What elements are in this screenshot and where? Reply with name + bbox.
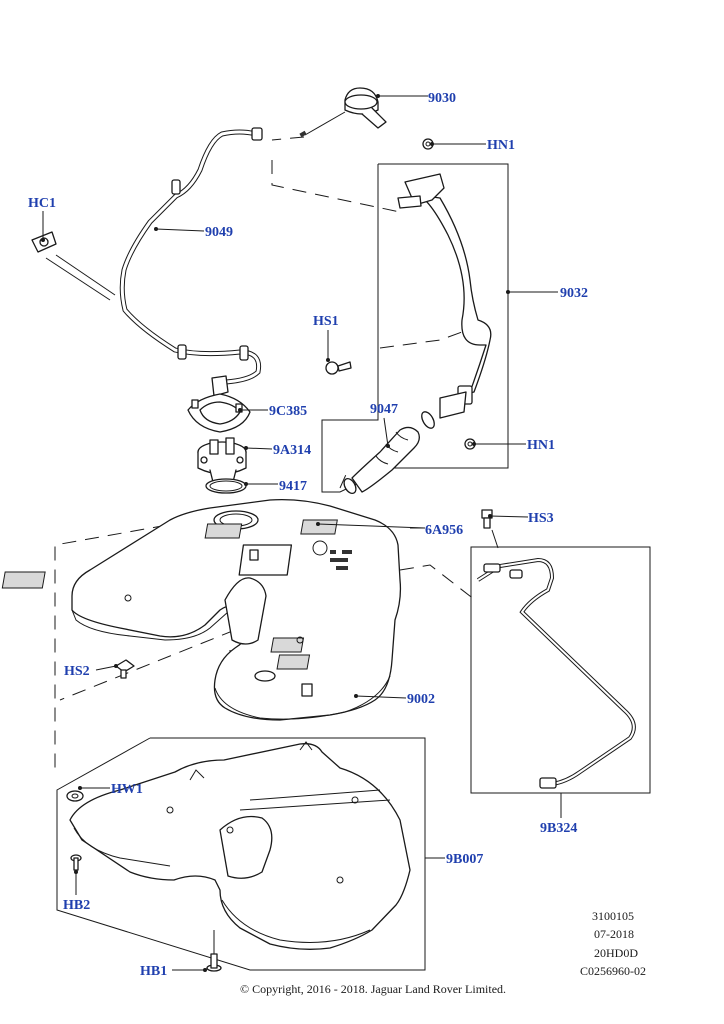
pump-seal [205,478,247,494]
meta-line-3: 20HD0D [594,946,638,960]
copyright-notice: © Copyright, 2016 - 2018. Jaguar Land Ro… [240,982,506,996]
meta-line-4: C0256960-02 [580,964,646,978]
label-hb1: HB1 [140,964,167,979]
label-hw1: HW1 [111,782,143,797]
filler-hose [343,411,435,495]
heat-shield [69,741,411,950]
meta-line-1: 3100105 [592,909,634,923]
label-9032: 9032 [560,286,588,301]
label-hn1-bottom: HN1 [527,438,555,453]
screw-hs2 [115,659,135,679]
washer-hw1 [66,790,84,802]
callout-frames [56,163,651,971]
label-hs3: HS3 [528,511,554,526]
filler-neck-pipe [397,173,492,419]
label-9417: 9417 [279,479,307,494]
vent-pipe [119,127,263,397]
lock-ring [187,393,251,433]
label-6a956: 6A956 [425,523,463,538]
label-hs1: HS1 [313,314,339,329]
label-9a314: 9A314 [273,443,311,458]
filler-cap [299,87,387,138]
label-9002: 9002 [407,692,435,707]
clip-hc1 [31,231,116,301]
label-9047: 9047 [370,402,398,417]
screw-hs1 [325,361,352,375]
label-9049: 9049 [205,225,233,240]
bolt-hb2 [70,854,82,871]
leader-lines [41,94,562,972]
label-9c385: 9C385 [269,404,307,419]
label-9b007: 9B007 [446,852,483,867]
bolt-hb1 [206,953,222,972]
label-hb2: HB2 [63,898,90,913]
label-hc1: HC1 [28,196,56,211]
label-hs2: HS2 [64,664,90,679]
label-9030: 9030 [428,91,456,106]
fuel-line [476,557,636,789]
meta-line-2: 07-2018 [594,927,634,941]
label-9b324: 9B324 [540,821,577,836]
fuel-tank [1,498,402,721]
screw-hs3 [481,509,493,529]
label-hn1-top: HN1 [487,138,515,153]
